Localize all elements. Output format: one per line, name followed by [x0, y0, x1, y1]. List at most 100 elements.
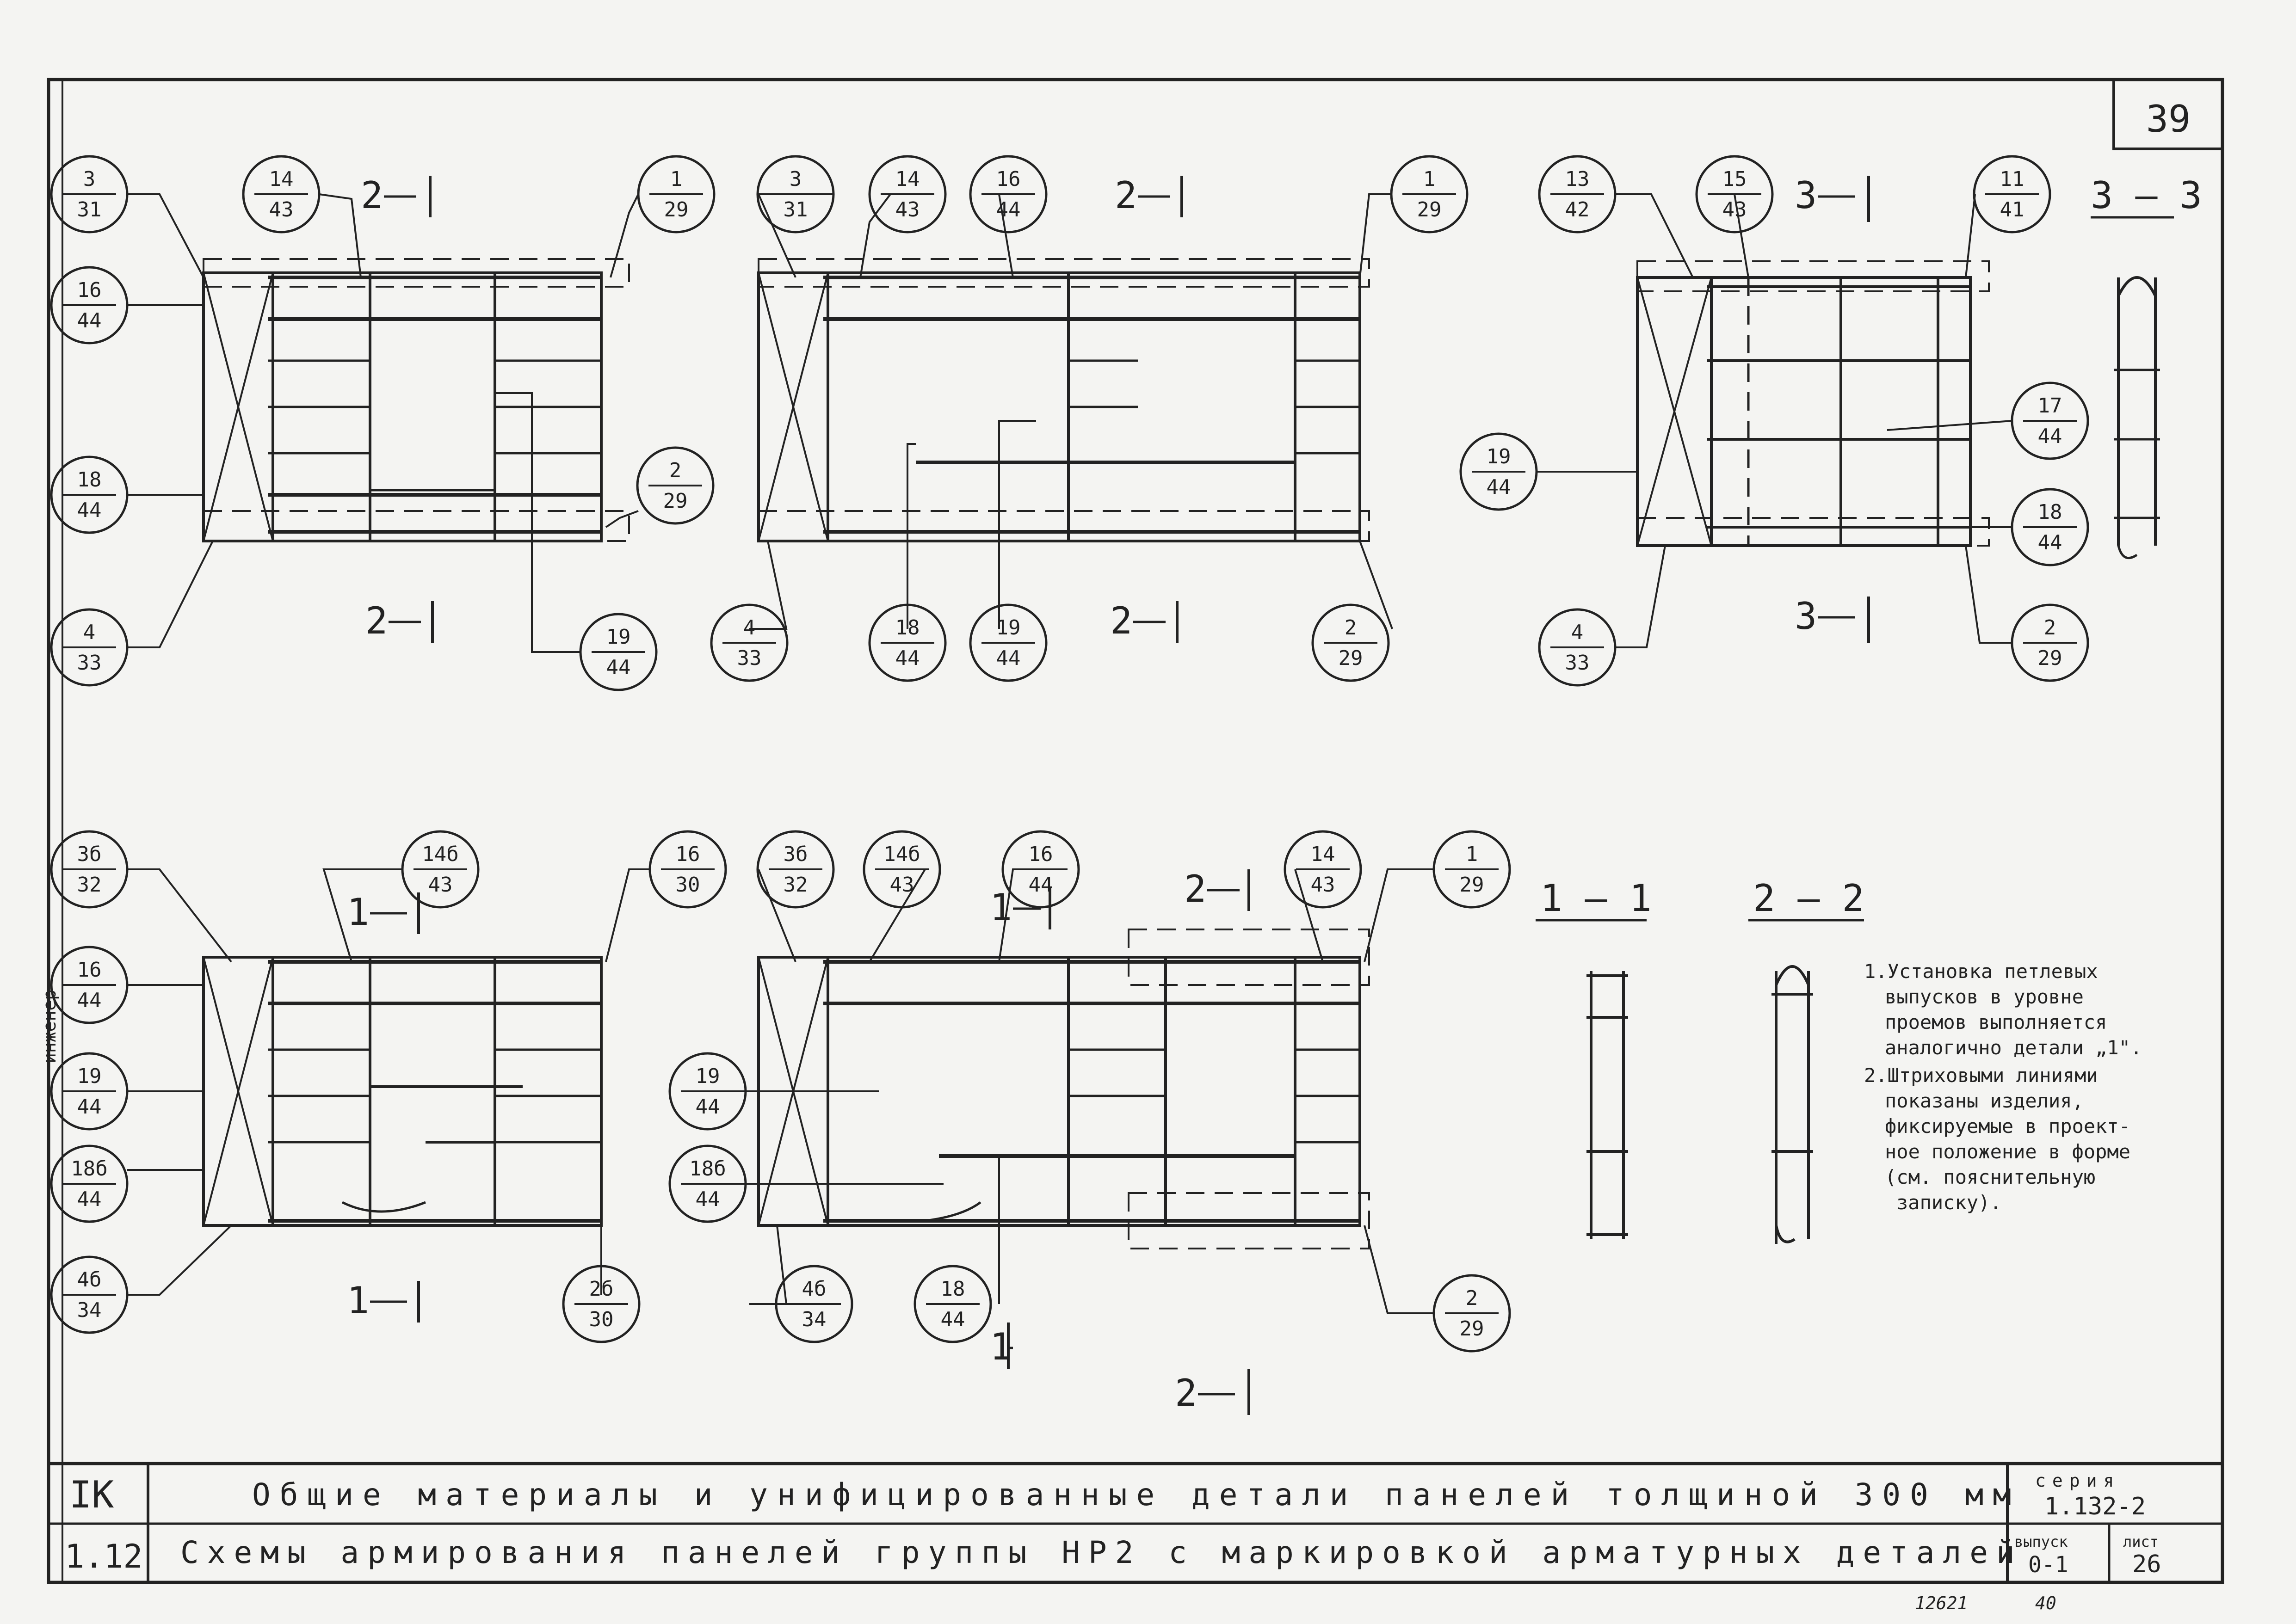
svg-text:16: 16	[77, 958, 102, 982]
sheet-number: 39	[2146, 98, 2191, 141]
bubble-b1: 331	[758, 156, 833, 232]
svg-text:16: 16	[996, 167, 1021, 191]
svg-text:44: 44	[2038, 424, 2062, 448]
svg-text:19: 19	[77, 1064, 102, 1088]
svg-text:44: 44	[696, 1095, 720, 1119]
bubble-a1: 331	[51, 156, 127, 232]
bubble-b4: 129	[1391, 156, 1467, 232]
issue-value: 0-1	[2028, 1552, 2068, 1578]
svg-text:44: 44	[2038, 531, 2062, 554]
svg-text:43: 43	[269, 198, 294, 221]
section-1-1: 1 — 1	[1536, 877, 1652, 1239]
bubble-e10: 229	[1434, 1275, 1510, 1351]
cut-marker-3-bottom-c: 3	[1795, 595, 1870, 643]
svg-text:19: 19	[996, 616, 1021, 640]
panel-d	[202, 956, 603, 1227]
cut-marker-1-bottom-e: 1	[990, 1323, 1013, 1369]
panel-c	[1636, 260, 1990, 547]
sheet-number-box	[2112, 78, 2224, 150]
svg-text:29: 29	[663, 489, 688, 513]
svg-text:19: 19	[1487, 445, 1511, 468]
svg-text:1: 1	[670, 167, 683, 191]
title-code-2: 1.12	[65, 1538, 143, 1575]
panel-c-leaders	[1536, 193, 2012, 648]
svg-text:44: 44	[1487, 475, 1511, 499]
series-value: 1.132-2	[2044, 1493, 2146, 1520]
svg-text:44: 44	[696, 1187, 720, 1211]
svg-text:29: 29	[2038, 646, 2062, 670]
svg-text:29: 29	[1417, 198, 1442, 221]
svg-text:14: 14	[1311, 843, 1335, 866]
svg-text:33: 33	[77, 651, 102, 675]
svg-text:3: 3	[790, 167, 802, 191]
bottom-number-right: 40	[2035, 1593, 2056, 1613]
bubble-a7: 433	[51, 609, 127, 685]
panel-b-leaders	[749, 193, 1393, 630]
cut-marker-2-top-a: 2	[361, 174, 432, 217]
svg-text:1: 1	[347, 1279, 369, 1322]
svg-text:показаны изделия,: показаны изделия,	[1885, 1089, 2084, 1112]
svg-text:44: 44	[996, 646, 1021, 670]
svg-text:34: 34	[802, 1308, 827, 1331]
bubble-b8: 229	[1313, 605, 1389, 681]
svg-text:17: 17	[2038, 394, 2062, 418]
svg-text:16: 16	[676, 843, 700, 866]
bubble-c8: 229	[2012, 605, 2088, 681]
svg-text:4: 4	[1571, 621, 1584, 644]
cut-marker-1-top-e: 1	[990, 886, 1051, 929]
svg-text:4б: 4б	[77, 1268, 102, 1292]
svg-text:2б: 2б	[589, 1277, 614, 1301]
panel-d-leaders	[127, 868, 650, 1296]
svg-text:аналогично детали „1".: аналогично детали „1".	[1885, 1036, 2142, 1059]
svg-text:29: 29	[664, 198, 689, 221]
svg-text:18: 18	[895, 616, 920, 640]
svg-text:15: 15	[1722, 167, 1747, 191]
svg-text:19: 19	[696, 1064, 720, 1088]
svg-text:1 — 1: 1 — 1	[1540, 877, 1652, 920]
side-stamp: инженер	[39, 990, 60, 1064]
svg-text:2: 2	[669, 459, 682, 482]
svg-text:2: 2	[361, 174, 383, 217]
svg-text:3б: 3б	[784, 843, 808, 866]
bubble-c7: 433	[1539, 609, 1615, 685]
list-value: 26	[2132, 1550, 2161, 1578]
cut-marker-2-bottom-a: 2	[365, 599, 434, 643]
panel-e-leaders	[694, 868, 1434, 1314]
svg-text:проемов выполняется: проемов выполняется	[1885, 1011, 2107, 1033]
svg-text:42: 42	[1565, 198, 1590, 221]
svg-text:выпусков в уровне: выпусков в уровне	[1885, 985, 2084, 1008]
svg-text:2: 2	[1345, 616, 1357, 640]
section-3-3: 3 — 3	[2091, 174, 2202, 560]
svg-text:29: 29	[1460, 873, 1484, 897]
cut-marker-2-top-b: 2	[1115, 174, 1183, 217]
svg-text:3: 3	[1795, 595, 1817, 638]
svg-text:34: 34	[77, 1298, 102, 1322]
svg-text:14б: 14б	[422, 843, 458, 866]
svg-text:31: 31	[784, 198, 808, 221]
outer-frame	[47, 78, 2224, 1584]
svg-text:18б: 18б	[71, 1157, 107, 1181]
svg-text:31: 31	[77, 198, 102, 221]
svg-text:1: 1	[990, 886, 1012, 929]
svg-text:2: 2	[1466, 1286, 1478, 1310]
svg-text:30: 30	[589, 1308, 614, 1331]
bubble-b5: 433	[711, 605, 787, 681]
svg-text:14: 14	[895, 167, 920, 191]
svg-text:33: 33	[737, 646, 762, 670]
